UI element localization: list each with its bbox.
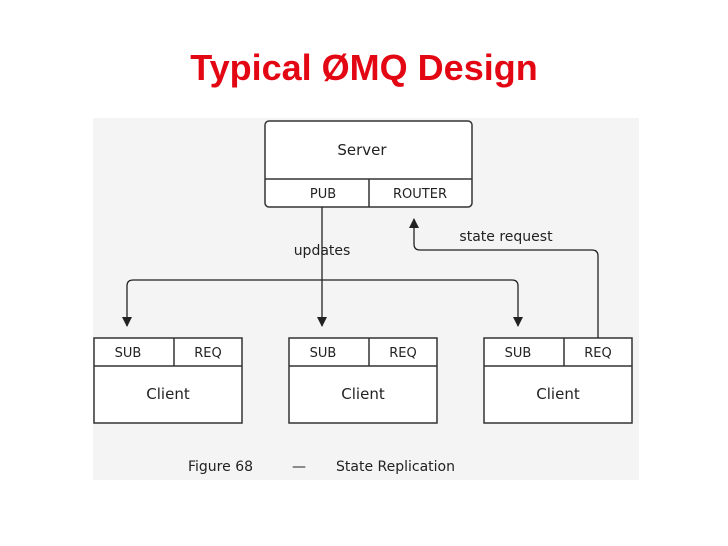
client-node-3: SUB REQ Client	[483, 337, 633, 424]
updates-arrow-left	[122, 279, 322, 327]
figure-caption: Figure 68 — State Replication	[188, 459, 455, 475]
client-1-sub-socket: SUB	[115, 346, 142, 361]
client-2-label: Client	[341, 385, 385, 403]
client-2-sub-socket: SUB	[310, 346, 337, 361]
state-request-edge	[409, 218, 599, 338]
client-1-label: Client	[146, 385, 190, 403]
updates-label: updates	[294, 243, 351, 259]
caption-dash: —	[292, 459, 306, 475]
state-request-arrow	[409, 218, 599, 338]
server-node: Server PUB ROUTER	[264, 120, 473, 208]
server-router-socket: ROUTER	[393, 187, 447, 202]
client-3-label: Client	[536, 385, 580, 403]
server-label: Server	[337, 141, 387, 159]
updates-arrow-right	[322, 279, 523, 327]
server-pub-socket: PUB	[310, 187, 336, 202]
client-2-req-socket: REQ	[389, 346, 416, 361]
updates-edges	[122, 207, 523, 327]
client-node-1: SUB REQ Client	[93, 337, 243, 424]
client-node-2: SUB REQ Client	[288, 337, 438, 424]
caption-text: State Replication	[336, 459, 455, 475]
figure-number: Figure 68	[188, 459, 253, 475]
slide-title: Typical ØMQ Design	[190, 47, 538, 88]
client-3-sub-socket: SUB	[505, 346, 532, 361]
state-request-label: state request	[459, 229, 553, 245]
client-3-req-socket: REQ	[584, 346, 611, 361]
client-1-req-socket: REQ	[194, 346, 221, 361]
